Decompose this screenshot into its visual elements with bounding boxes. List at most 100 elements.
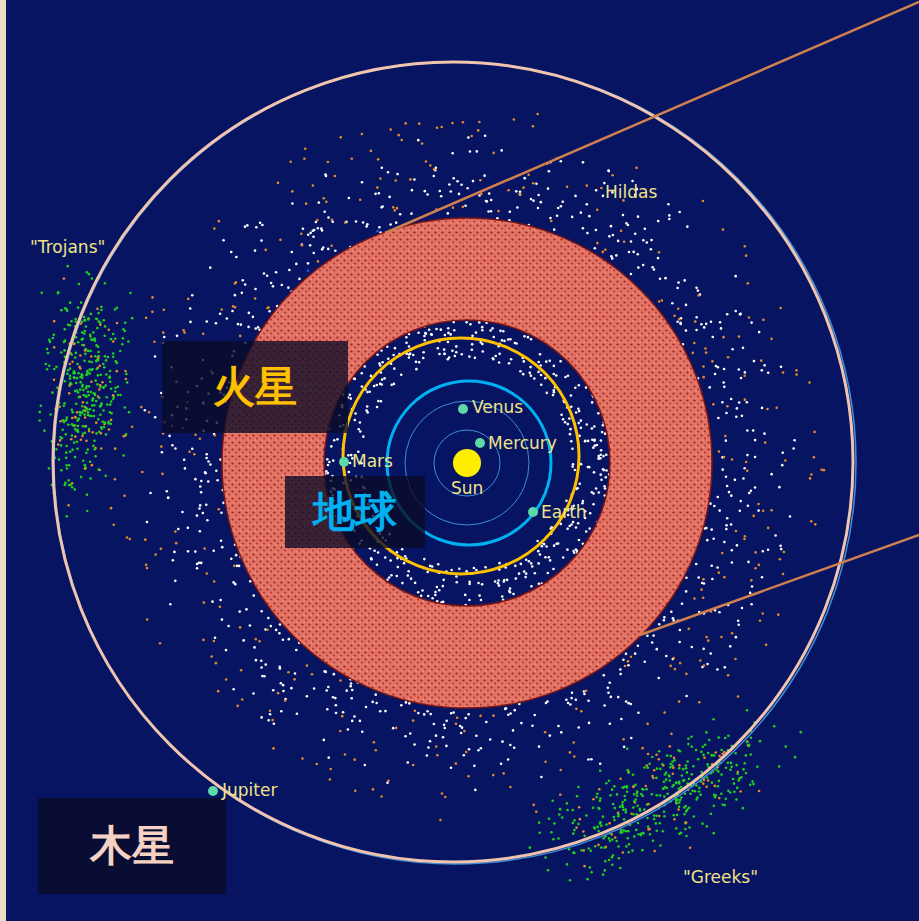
asteroid-dot: [597, 412, 600, 415]
asteroid-dot: [84, 467, 87, 470]
asteroid-dot: [80, 438, 83, 441]
asteroid-dot: [90, 381, 93, 384]
asteroid-dot: [436, 754, 439, 757]
asteroid-dot: [492, 152, 495, 155]
asteroid-dot: [379, 710, 382, 713]
asteroid-dot: [643, 766, 646, 769]
asteroid-dot: [53, 320, 56, 323]
asteroid-dot: [127, 340, 130, 343]
asteroid-dot: [514, 342, 517, 345]
asteroid-dot: [189, 321, 192, 324]
asteroid-dot: [610, 696, 613, 699]
asteroid-dot: [502, 330, 505, 333]
asteroid-dot: [584, 440, 587, 443]
asteroid-dot: [74, 435, 77, 438]
asteroid-dot: [536, 113, 539, 116]
asteroid-dot: [537, 562, 540, 565]
asteroid-dot: [448, 183, 451, 186]
asteroid-dot: [754, 439, 757, 442]
asteroid-dot: [650, 239, 653, 242]
asteroid-dot: [64, 482, 67, 485]
asteroid-dot: [523, 335, 526, 338]
asteroid-dot: [602, 674, 605, 677]
asteroid-dot: [611, 788, 614, 791]
asteroid-dot: [91, 339, 94, 342]
asteroid-dot: [711, 360, 714, 363]
asteroid-dot: [471, 335, 474, 338]
asteroid-dot: [96, 383, 99, 386]
asteroid-dot: [75, 402, 78, 405]
asteroid-dot: [388, 196, 391, 199]
asteroid-dot: [269, 713, 272, 716]
asteroid-dot: [291, 190, 294, 193]
asteroid-dot: [334, 697, 337, 700]
asteroid-dot: [544, 856, 547, 859]
asteroid-dot: [94, 455, 97, 458]
asteroid-dot: [591, 401, 594, 404]
asteroid-dot: [727, 674, 730, 677]
asteroid-dot: [333, 439, 336, 442]
asteroid-dot: [767, 371, 770, 374]
asteroid-dot: [38, 419, 41, 422]
asteroid-dot: [447, 212, 450, 215]
asteroid-dot: [40, 292, 43, 295]
asteroid-dot: [202, 639, 205, 642]
asteroid-dot: [712, 537, 715, 540]
asteroid-dot: [537, 361, 540, 364]
asteroid-dot: [112, 394, 115, 397]
asteroid-dot: [556, 214, 559, 217]
asteroid-dot: [215, 662, 218, 665]
asteroid-dot: [585, 689, 588, 692]
asteroid-dot: [389, 559, 392, 562]
asteroid-dot: [407, 574, 410, 577]
asteroid-dot: [492, 358, 495, 361]
asteroid-dot: [309, 244, 312, 247]
asteroid-dot: [140, 406, 143, 409]
asteroid-dot: [765, 644, 768, 647]
asteroid-dot: [726, 313, 729, 316]
asteroid-dot: [144, 538, 147, 541]
asteroid-dot: [665, 655, 668, 658]
asteroid-dot: [742, 347, 745, 350]
asteroid-dot: [272, 689, 275, 692]
asteroid-dot: [122, 454, 125, 457]
asteroid-dot: [339, 136, 342, 139]
asteroid-dot: [88, 372, 91, 375]
asteroid-dot: [110, 387, 113, 390]
asteroid-dot: [97, 312, 100, 315]
asteroid-dot: [65, 308, 68, 311]
asteroid-dot: [758, 790, 761, 793]
asteroid-dot: [569, 428, 572, 431]
asteroid-dot: [70, 483, 73, 486]
asteroid-dot: [681, 602, 684, 605]
asteroid-dot: [128, 538, 131, 541]
asteroid-dot: [330, 445, 333, 448]
asteroid-dot: [396, 173, 399, 176]
asteroid-dot: [102, 319, 105, 322]
asteroid-dot: [332, 696, 335, 699]
asteroid-dot: [593, 439, 596, 442]
asteroid-dot: [389, 128, 392, 131]
asteroid-dot: [737, 619, 740, 622]
asteroid-dot: [723, 386, 726, 389]
asteroid-dot: [588, 215, 591, 218]
asteroid-dot: [646, 723, 649, 726]
asteroid-dot: [813, 456, 816, 459]
asteroid-dot: [77, 396, 80, 399]
asteroid-dot: [392, 727, 395, 730]
asteroid-dot: [664, 277, 667, 280]
asteroid-dot: [417, 331, 420, 334]
asteroid-dot: [508, 210, 511, 213]
asteroid-dot: [381, 205, 384, 208]
asteroid-dot: [637, 266, 640, 269]
asteroid-dot: [537, 194, 540, 197]
asteroid-dot: [252, 692, 255, 695]
asteroid-dot: [109, 370, 112, 373]
asteroid-dot: [570, 405, 573, 408]
asteroid-dot: [153, 340, 156, 343]
asteroid-dot: [381, 167, 384, 170]
asteroid-dot: [332, 459, 335, 462]
asteroid-dot: [213, 227, 216, 230]
asteroid-dot: [90, 369, 93, 372]
asteroid-dot: [590, 758, 593, 761]
